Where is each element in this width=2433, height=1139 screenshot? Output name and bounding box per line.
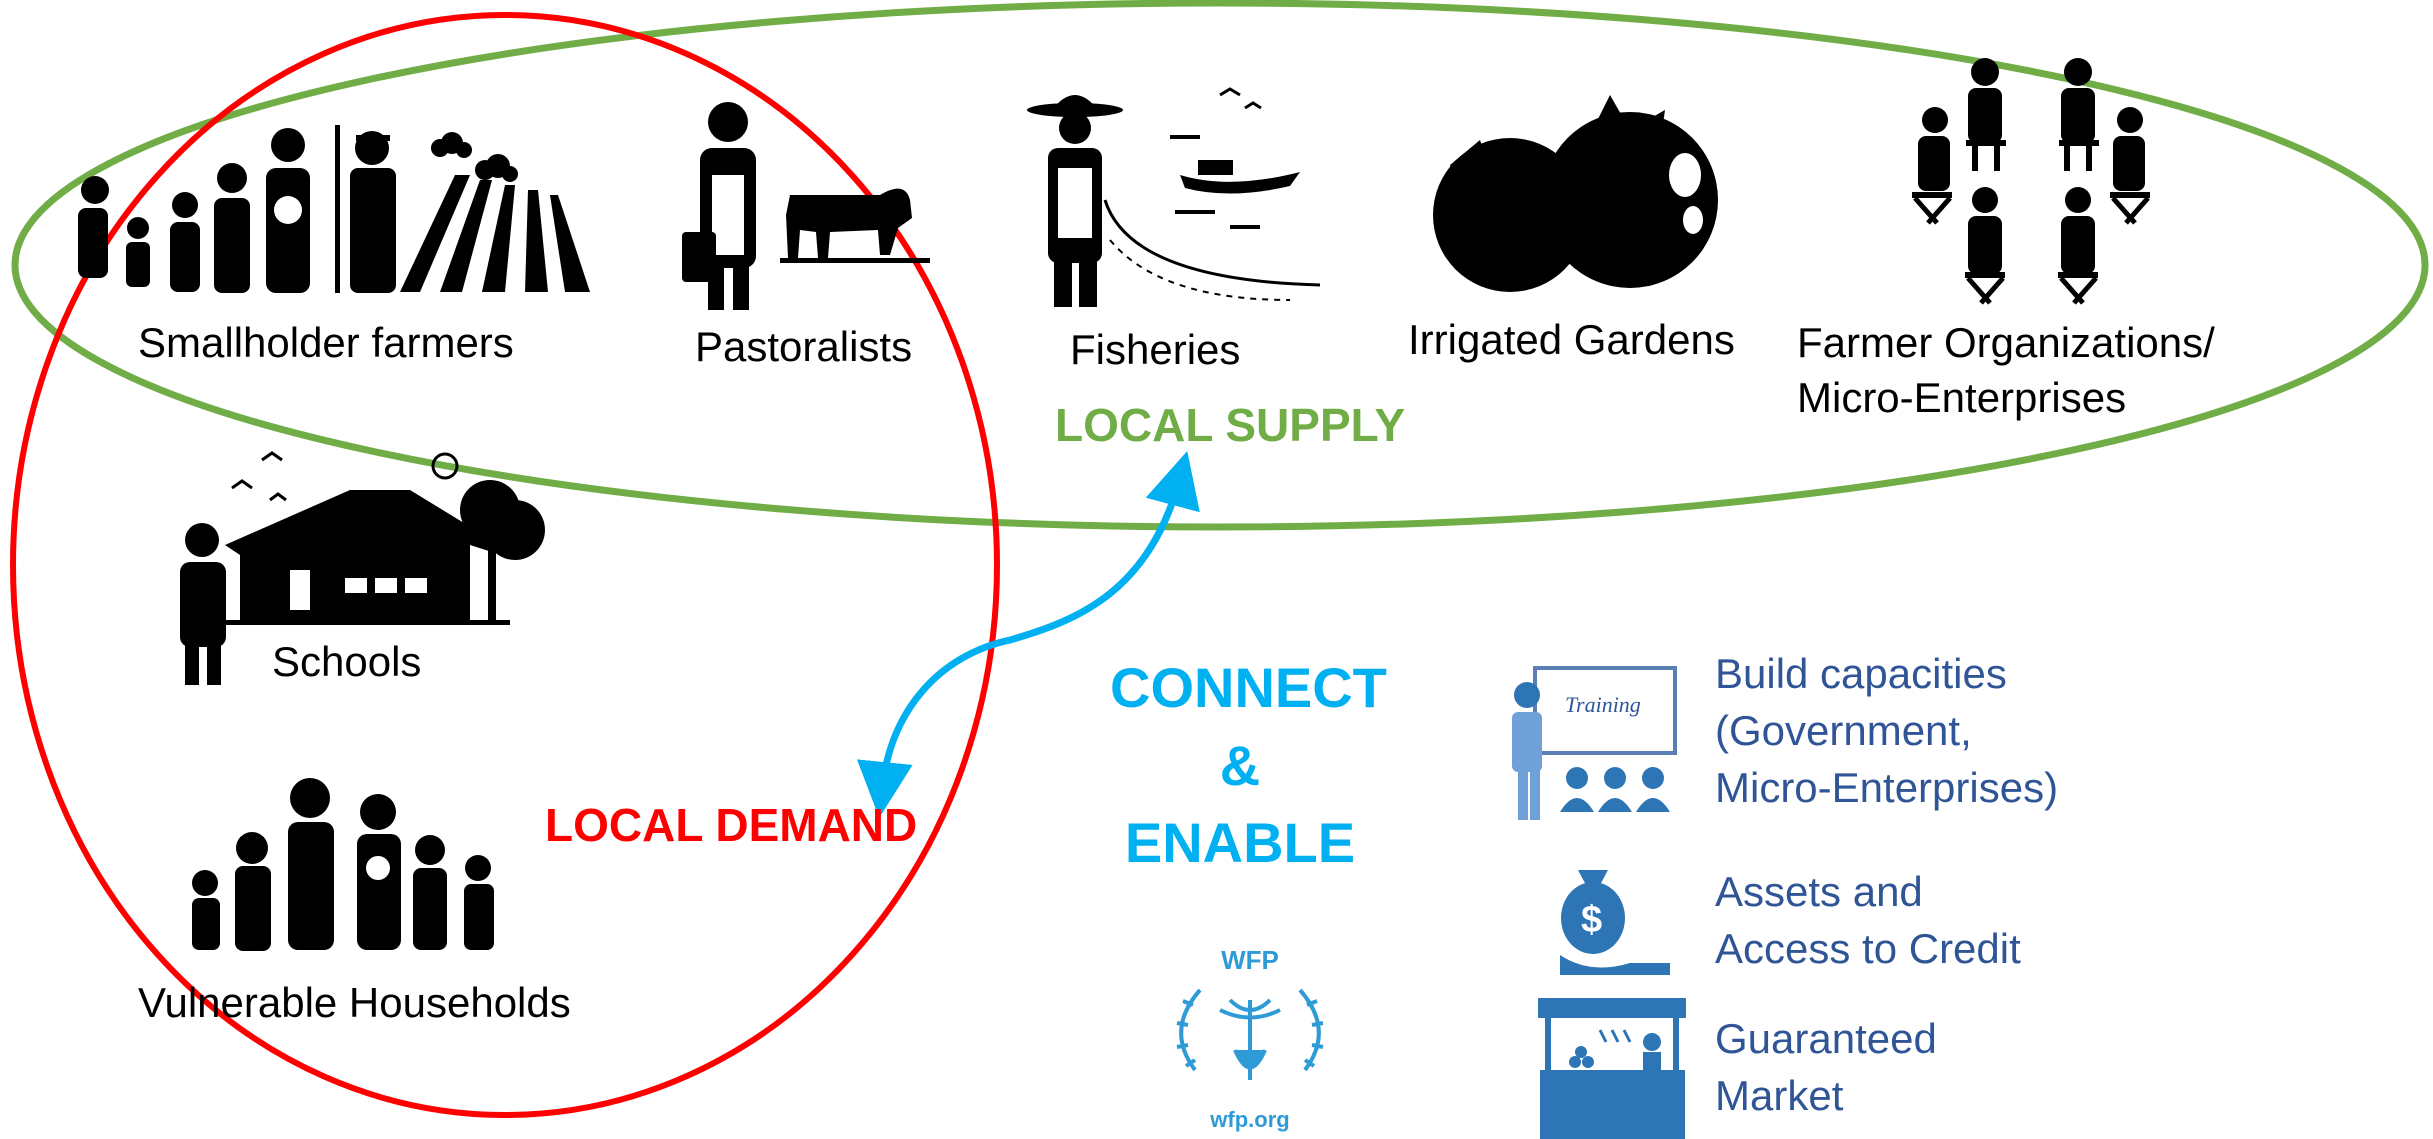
fisheries-label: Fisheries — [1070, 326, 1241, 373]
assets-credit-line-1: Assets and — [1715, 868, 1923, 915]
group-meeting-icon — [1912, 58, 2150, 305]
svg-text:$: $ — [1581, 899, 1602, 941]
assets-credit-text: Assets and Access to Credit — [1715, 863, 2021, 977]
family-icon — [192, 778, 494, 951]
tomatoes-icon — [1433, 95, 1718, 292]
enable-title: ENABLE — [1124, 811, 1356, 874]
wfp-logo-top: WFP — [1221, 945, 1279, 975]
fisherman-boat-icon — [1027, 87, 1321, 307]
build-capacities-line-3: Micro-Enterprises) — [1715, 764, 2059, 812]
assets-credit-line-2: Access to Credit — [1715, 925, 2021, 973]
pastoralist-cow-icon — [682, 102, 930, 310]
guaranteed-market-line-1: Guaranteed — [1715, 1015, 1937, 1062]
build-capacities-line-1: Build capacities — [1715, 650, 2007, 697]
money-bag-hand-icon: $ — [1560, 870, 1670, 975]
family-farm-icon — [78, 125, 590, 293]
guaranteed-market-line-2: Market — [1715, 1072, 1844, 1120]
pastoralists-label: Pastoralists — [695, 323, 913, 370]
wfp-logo-emblem — [1176, 988, 1324, 1080]
svg-text:Training: Training — [1565, 692, 1641, 717]
wfp-logo-bottom: wfp.org — [1210, 1107, 1290, 1132]
local-demand-title: LOCAL DEMAND — [545, 799, 918, 851]
smallholder-farmers-label: Smallholder farmers — [138, 319, 514, 366]
local-supply-title: LOCAL SUPPLY — [1055, 399, 1406, 451]
connect-title: CONNECT — [1110, 656, 1387, 719]
schools-label: Schools — [272, 638, 422, 685]
training-board-icon: Training — [1512, 666, 1677, 820]
local-supply-ellipse — [11, 0, 2429, 531]
market-stall-icon — [1538, 998, 1686, 1139]
micro-enterprises-label: Micro-Enterprises — [1797, 374, 2127, 421]
build-capacities-line-2: (Government, — [1715, 707, 1972, 755]
connect-arrow — [856, 450, 1200, 818]
ampersand-title: & — [1219, 734, 1261, 797]
school-building-icon — [180, 451, 545, 685]
irrigated-gardens-label: Irrigated Gardens — [1408, 316, 1735, 363]
guaranteed-market-text: Guaranteed Market — [1715, 1010, 1937, 1124]
farmer-organizations-label: Farmer Organizations/ — [1797, 319, 2215, 366]
build-capacities-text: Build capacities (Government, Micro-Ente… — [1715, 645, 2058, 816]
vulnerable-households-label: Vulnerable Households — [138, 979, 571, 1026]
